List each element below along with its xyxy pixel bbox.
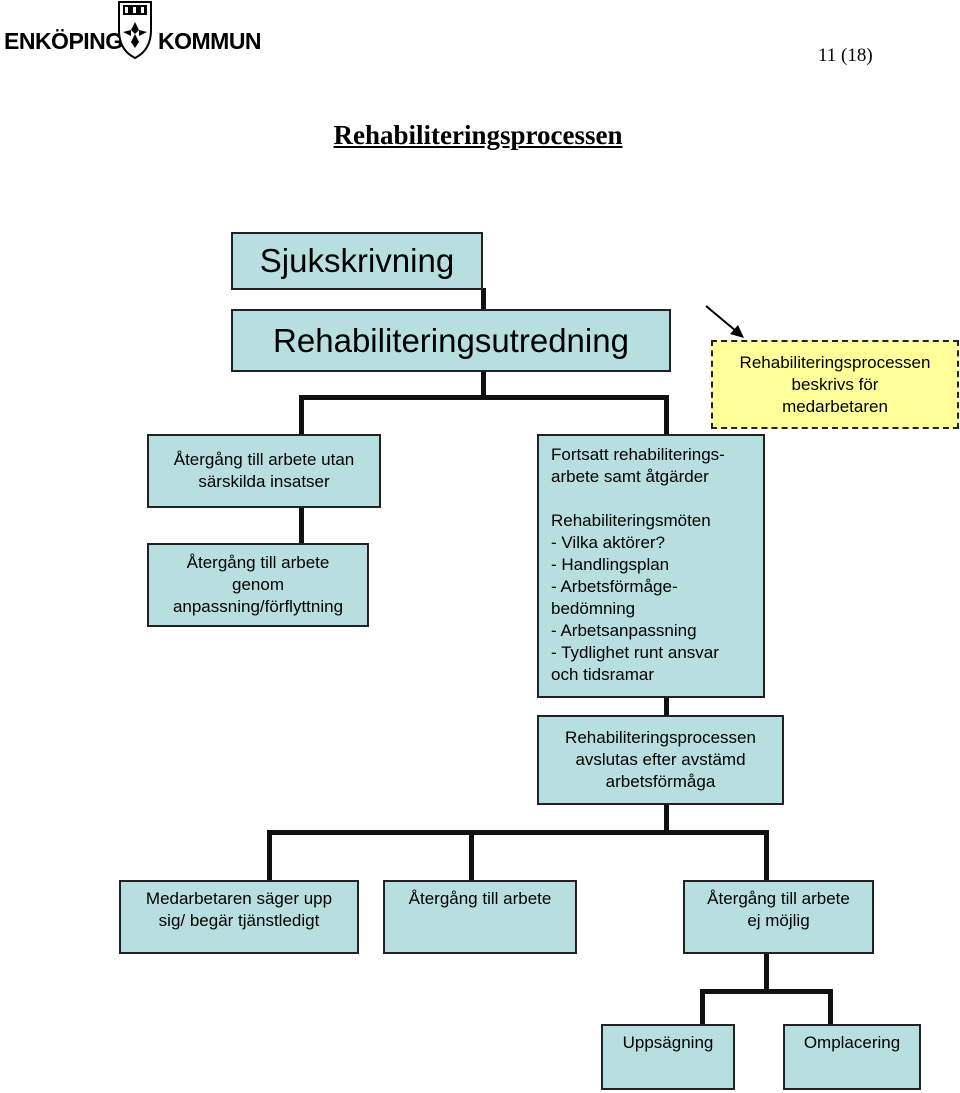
connector-line [764, 830, 769, 880]
continued-rehab-box: Fortsatt rehabiliterings- arbete samt åt… [537, 434, 765, 698]
connector-line [469, 830, 474, 880]
connector-line [664, 697, 669, 717]
connector-line [481, 370, 486, 398]
connector-line [664, 803, 669, 835]
connector-line [700, 989, 705, 1025]
process-closed-box: Rehabiliteringsprocessen avslutas efter … [537, 715, 784, 805]
rehabiliteringsutredning-box: Rehabiliteringsutredning [231, 309, 671, 372]
logo-text-left: ENKÖPINGS [4, 28, 138, 54]
connector-line [481, 288, 486, 310]
left-outcome-box-1: Återgång till arbete utan särskilda insa… [147, 434, 381, 508]
connector-line [299, 507, 304, 545]
continued-rehab-list: Rehabiliteringsmöten - Vilka aktörer? - … [551, 511, 719, 684]
left-outcome-box-2: Återgång till arbete genom anpassning/fö… [147, 543, 369, 627]
connector-line [299, 395, 669, 400]
arrow-icon [700, 300, 750, 340]
logo-text-right: KOMMUN [158, 28, 262, 54]
outcome-not-possible-box: Återgång till arbete ej möjlig [683, 880, 874, 954]
connector-line [664, 395, 669, 435]
final-dismissal-box: Uppsägning [601, 1024, 735, 1090]
note-box: Rehabiliteringsprocessen beskrivs för me… [711, 340, 959, 429]
connector-line [764, 952, 769, 994]
sjukskrivning-box: Sjukskrivning [231, 232, 483, 290]
outcome-return-box: Återgång till arbete [383, 880, 577, 954]
page-number: 11 (18) [818, 45, 873, 66]
connector-line [267, 830, 769, 835]
connector-line [700, 989, 833, 994]
coat-of-arms-icon [115, 0, 155, 60]
connector-line [299, 395, 304, 435]
document-title: Rehabiliteringsprocessen [333, 120, 623, 150]
connector-line [828, 989, 833, 1025]
continued-rehab-heading: Fortsatt rehabiliterings- arbete samt åt… [551, 445, 725, 486]
final-relocation-box: Omplacering [783, 1024, 921, 1090]
outcome-resign-box: Medarbetaren säger upp sig/ begär tjänst… [119, 880, 359, 954]
connector-line [267, 830, 272, 880]
